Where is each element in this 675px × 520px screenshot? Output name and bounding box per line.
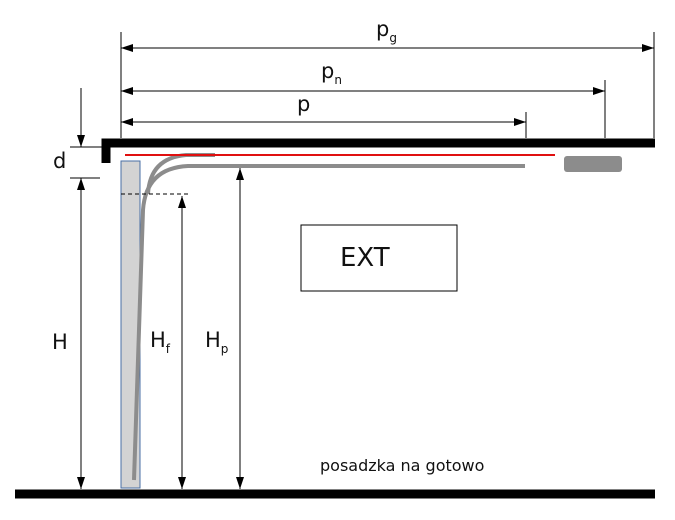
guide-rail-lower (132, 164, 525, 481)
floor-label: posadzka na gotowo (320, 456, 484, 475)
label-H: H (52, 330, 68, 354)
ceiling-line (101, 138, 655, 163)
label-pg: pg (376, 17, 397, 45)
label-pn: pn (321, 59, 342, 87)
label-d: d (53, 149, 66, 173)
drive-unit (564, 156, 622, 172)
ext-box-label: EXT (340, 243, 390, 273)
ext-box (300, 224, 458, 292)
label-Hf: Hf (150, 328, 171, 356)
label-Hp: Hp (205, 328, 228, 356)
label-p: p (297, 92, 310, 116)
